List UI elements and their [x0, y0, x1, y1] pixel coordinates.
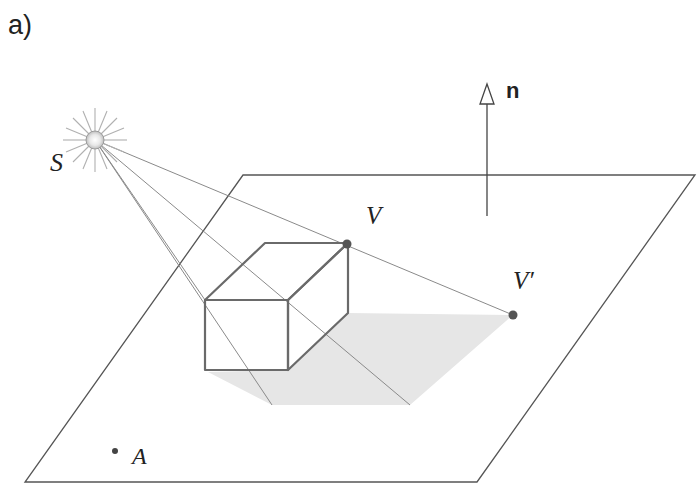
light-rays	[95, 140, 513, 405]
point-label: A	[132, 444, 147, 468]
cast-shadow	[208, 313, 513, 405]
light-source	[63, 108, 127, 172]
shadow-vertex-label: V′	[513, 268, 534, 293]
box-solid	[205, 243, 348, 370]
normal-label: n	[506, 80, 519, 102]
normal-arrow	[480, 84, 494, 216]
figure-label: a)	[8, 12, 32, 39]
source-label: S	[50, 150, 63, 176]
vertex-point	[343, 240, 352, 249]
shadow-point	[509, 311, 518, 320]
plane-point	[112, 448, 118, 454]
ground-plane	[25, 175, 695, 482]
vertex-label: V	[366, 203, 381, 228]
